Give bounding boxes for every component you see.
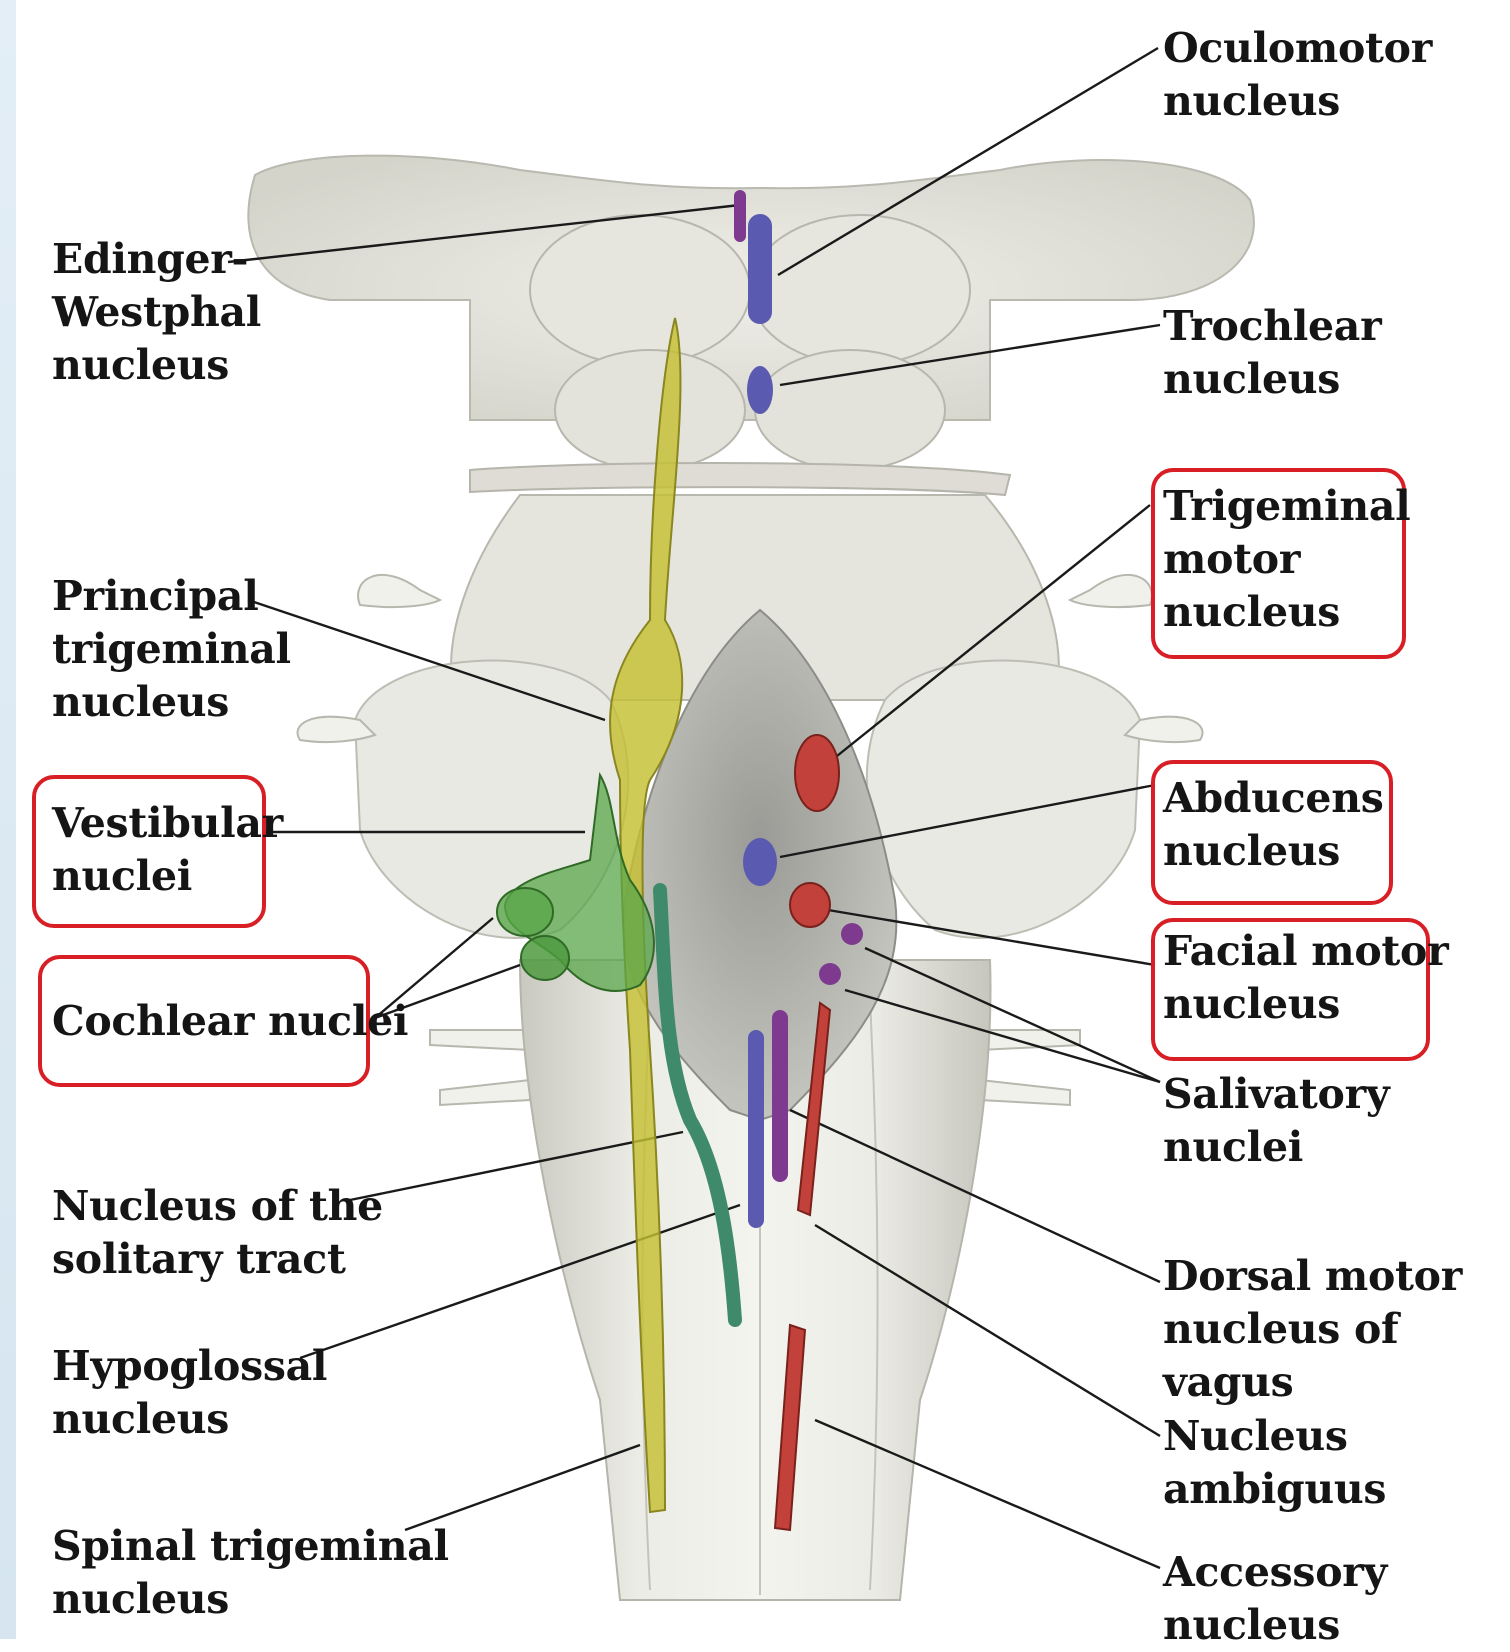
label-principal-trigeminal: Principal trigeminal nucleus: [52, 570, 291, 729]
edinger-westphal-shape: [734, 190, 746, 242]
label-solitary: Nucleus of the solitary tract: [52, 1180, 383, 1286]
trochlear-shape: [747, 366, 773, 414]
cochlear-ventral-shape: [521, 936, 569, 980]
salivatory-inferior-shape: [819, 963, 841, 985]
label-facial-motor: Facial motor nucleus: [1163, 925, 1448, 1031]
label-accessory: Accessory nucleus: [1163, 1546, 1387, 1652]
label-vestibular: Vestibular nuclei: [52, 797, 283, 903]
label-ambiguus: Nucleus ambiguus: [1163, 1410, 1386, 1516]
cerebellar-peduncle-right: [867, 661, 1140, 938]
label-dorsal-vagus: Dorsal motor nucleus of vagus: [1163, 1250, 1510, 1409]
trigeminal-motor-shape: [795, 735, 839, 811]
label-cochlear: Cochlear nuclei: [52, 995, 408, 1048]
hypoglossal-shape: [748, 1030, 764, 1228]
cochlear-dorsal-shape: [497, 888, 553, 936]
label-oculomotor: Oculomotor nucleus: [1163, 22, 1432, 128]
label-hypoglossal: Hypoglossal nucleus: [52, 1340, 327, 1446]
dorsal-vagus-shape: [772, 1010, 788, 1182]
label-abducens: Abducens nucleus: [1163, 772, 1384, 878]
label-trigeminal-motor: Trigeminal motor nucleus: [1163, 480, 1410, 639]
label-trochlear: Trochlear nucleus: [1163, 300, 1381, 406]
abducens-shape: [743, 838, 777, 886]
pons-band: [470, 463, 1010, 495]
oculomotor-shape: [748, 214, 772, 324]
label-spinal-trigeminal: Spinal trigeminal nucleus: [52, 1520, 449, 1626]
label-salivatory: Salivatory nuclei: [1163, 1068, 1389, 1174]
salivatory-superior-shape: [841, 923, 863, 945]
facial-motor-shape: [790, 883, 830, 927]
label-edinger-westphal: Edinger- Westphal nucleus: [52, 233, 261, 392]
